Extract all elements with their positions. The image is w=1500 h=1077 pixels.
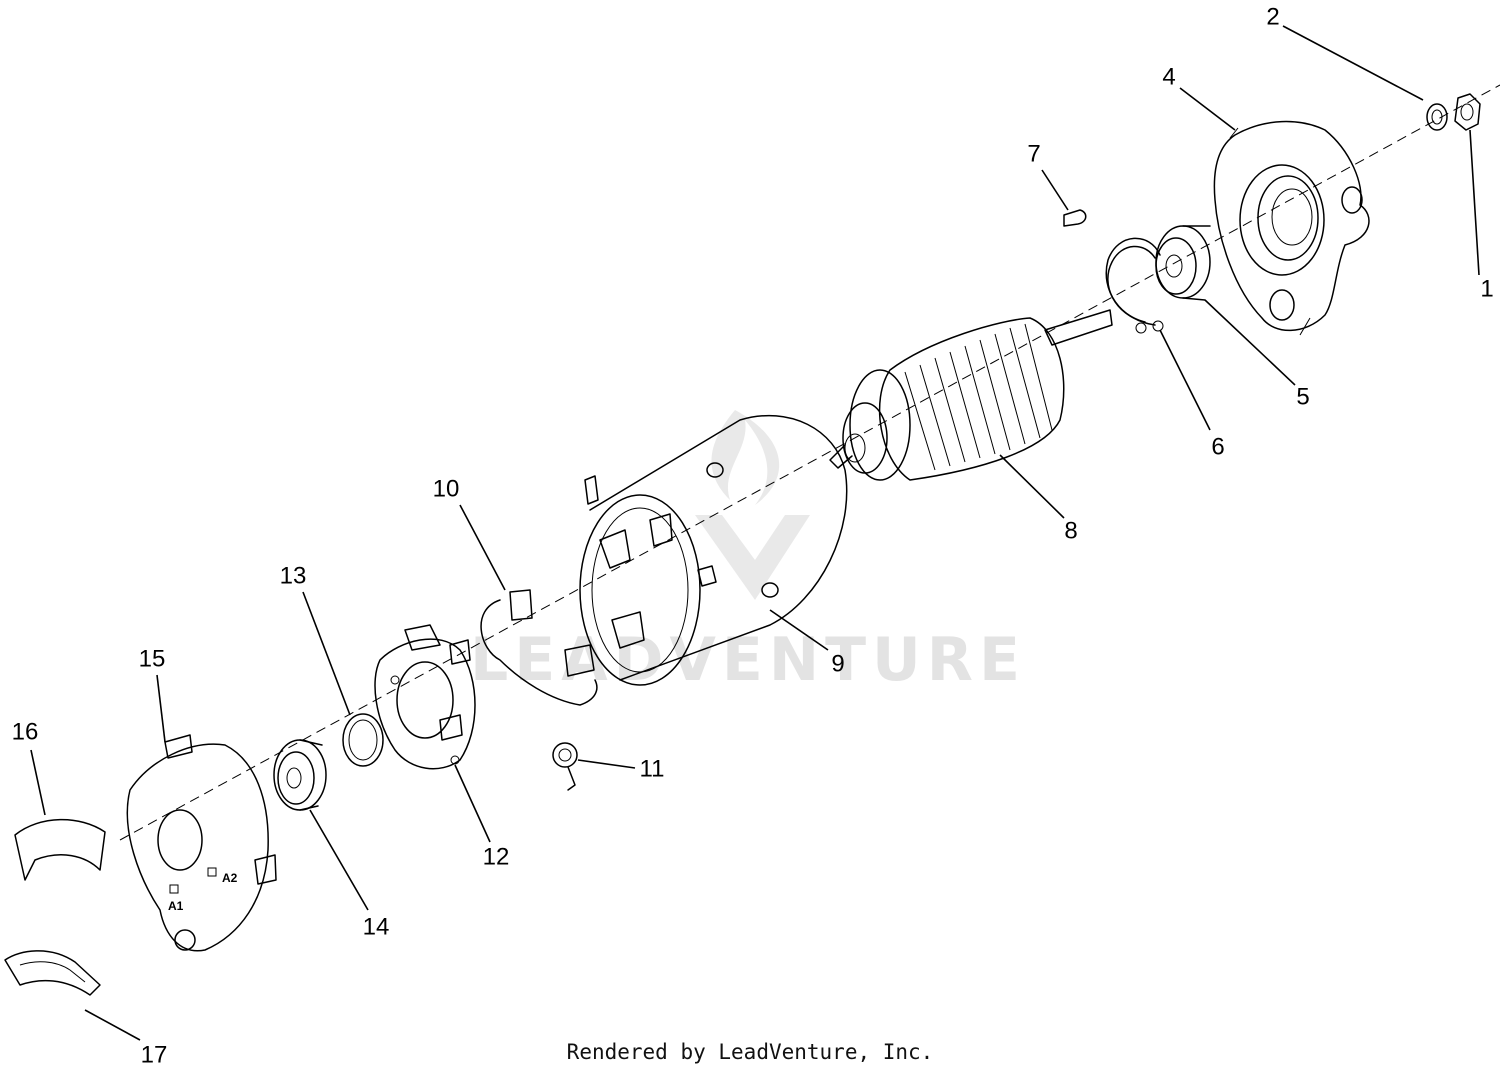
cover-seal: [14, 818, 106, 881]
ball-bearing-front: [1155, 225, 1211, 301]
callout-2: 2: [1266, 3, 1279, 30]
callout-17: 17: [141, 1041, 168, 1068]
callout-numbers: 1 2 4 5 6 7 8 9 10 11 12 13 14 15 16 17: [12, 3, 1494, 1068]
commutator-end-cover: A1 A2: [126, 734, 277, 952]
callout-7: 7: [1027, 140, 1040, 167]
callout-13: 13: [280, 562, 307, 589]
armature: [829, 309, 1113, 481]
nut-and-washer: [1426, 93, 1481, 131]
callout-8: 8: [1064, 517, 1077, 544]
watermark-text: LEADVENTURE: [470, 625, 1026, 695]
callout-4: 4: [1162, 63, 1175, 90]
callout-16: 16: [12, 718, 39, 745]
retaining-ring: [1105, 237, 1164, 334]
terminal-label-a1: A1: [168, 899, 184, 913]
drive-end-bracket: [1213, 120, 1370, 336]
assembly-axis-line: [119, 84, 1500, 841]
leader-lines: [30, 25, 1480, 1041]
thrust-washer: [342, 713, 384, 767]
callout-6: 6: [1211, 433, 1224, 460]
cover-clip: [4, 950, 101, 996]
callout-1: 1: [1480, 275, 1493, 302]
callout-9: 9: [831, 650, 844, 677]
watermark: LEADVENTURE: [470, 410, 1026, 695]
terminal-label-a2: A2: [222, 871, 238, 885]
callout-12: 12: [483, 843, 510, 870]
render-credit: Rendered by LeadVenture, Inc.: [566, 1040, 934, 1064]
field-frame: [579, 414, 848, 686]
callout-10: 10: [433, 475, 460, 502]
ball-bearing-rear: [273, 739, 327, 811]
woodruff-key: [1063, 209, 1087, 227]
callout-14: 14: [363, 913, 390, 940]
brush-lead: [480, 589, 598, 706]
callout-15: 15: [139, 645, 166, 672]
brush-holder-plate: [374, 624, 476, 770]
brush-spring: [552, 742, 578, 791]
callout-11: 11: [640, 755, 665, 782]
callout-5: 5: [1296, 383, 1309, 410]
